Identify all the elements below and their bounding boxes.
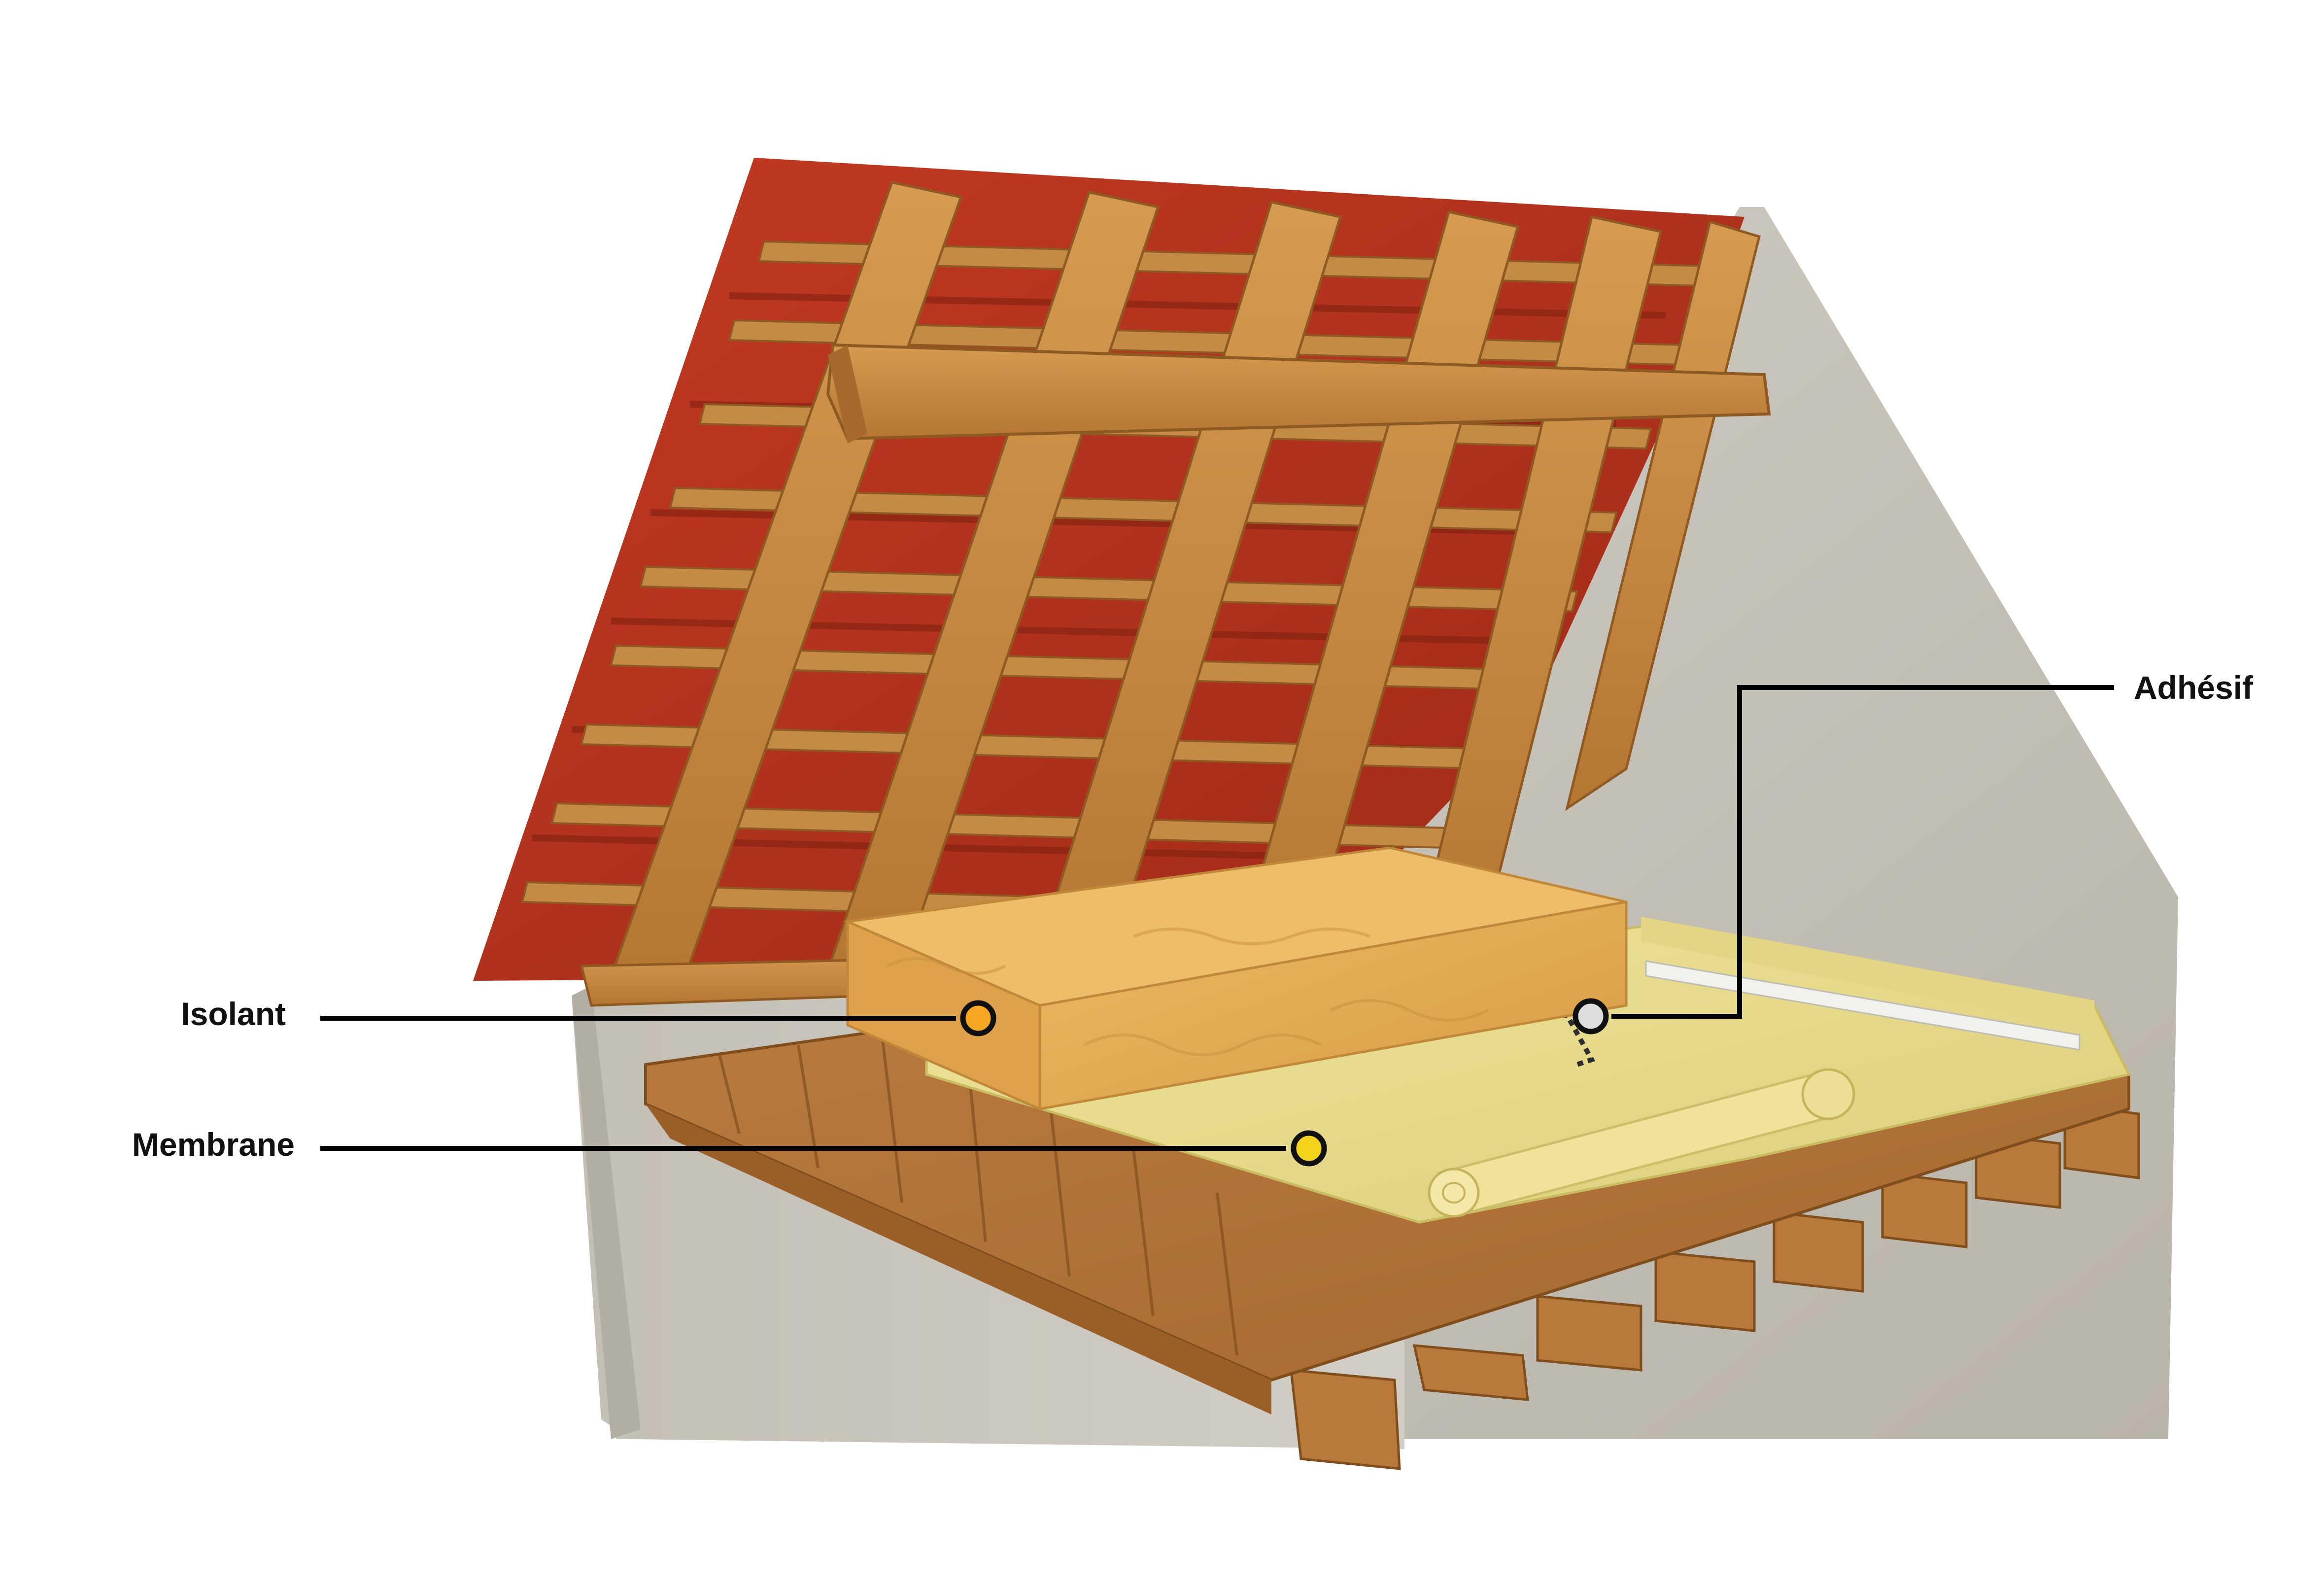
adhesive-strip <box>1645 960 2081 1051</box>
purlin-beam <box>826 343 1771 441</box>
membrane-roll <box>1428 1068 1855 1218</box>
callout-adhesif-line <box>1611 685 2114 1019</box>
callout-adhesif-label: Adhésif <box>2134 669 2254 706</box>
membrane-upstand <box>1641 917 2094 1030</box>
callout-isolant: Isolant <box>181 996 996 1036</box>
floor-joists <box>1290 1103 2140 1470</box>
callout-isolant-marker <box>960 1000 996 1036</box>
insulation-batt <box>843 846 1628 1111</box>
floor-deck-front-edge <box>646 1104 1271 1414</box>
callout-membrane-label: Membrane <box>132 1126 295 1163</box>
callout-membrane-marker <box>1291 1130 1327 1167</box>
floor-deck-boards <box>718 1035 1238 1356</box>
callout-isolant-label: Isolant <box>181 996 286 1032</box>
callout-adhesif: Adhésif <box>1572 669 2254 1035</box>
left-wall-edge <box>572 986 641 1439</box>
callout-membrane: Membrane <box>132 1126 1327 1167</box>
callout-adhesif-marker <box>1572 998 1609 1035</box>
purlin-beam-end <box>828 345 867 444</box>
